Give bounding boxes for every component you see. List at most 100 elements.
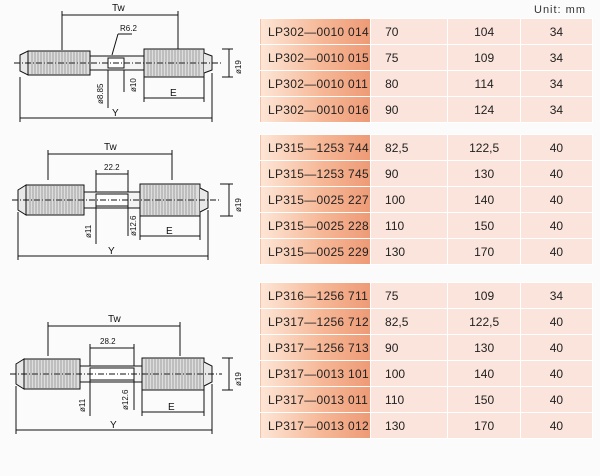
tw-label: Tw [104,142,118,153]
diameter-end-label: ø19 [234,198,243,212]
cell-value: 130 [370,412,449,439]
e-label: E [166,226,173,237]
cell-value: 170 [447,412,521,439]
cell-value: 109 [447,44,521,71]
cell-value: 130 [447,334,521,361]
cell-value: 40 [519,238,594,265]
cell-value: 140 [447,186,521,213]
diameter-left-label: ø8.85 [96,83,105,104]
part-number: LP317—1256 712 [258,308,372,335]
cell-value: 109 [447,282,521,309]
cell-value: 170 [447,238,521,265]
cell-value: 130 [370,238,449,265]
cell-value: 90 [370,96,449,123]
cell-value: 80 [370,70,449,97]
part-number: LP302—0010 011 [258,70,372,97]
part-number: LP302—0010 015 [258,44,372,71]
y-label: Y [110,420,117,431]
diameter-mid-label: ø12.6 [121,389,130,410]
cell-value: 40 [519,160,594,187]
diameter-mid-label: ø10 [129,78,138,92]
cell-value: 34 [519,18,594,45]
cell-value: 140 [447,360,521,387]
cell-value: 130 [447,160,521,187]
y-label: Y [108,246,115,257]
length-label: 22.2 [104,163,120,172]
part-number: LP317—0013 012 [258,412,372,439]
cell-value: 150 [447,212,521,239]
part-number: LP317—1256 713 [258,334,372,361]
part-number: LP317—0013 011 [258,386,372,413]
cell-value: 34 [519,44,594,71]
part-number: LP317—0013 101 [258,360,372,387]
part-number: LP315—1253 744 [258,134,372,161]
cell-value: 90 [370,334,449,361]
y-label: Y [112,108,119,119]
cell-value: 82,5 [370,134,449,161]
cell-value: 40 [519,334,594,361]
cell-value: 34 [519,282,594,309]
unit-label: Unit: mm [534,4,586,16]
cell-value: 75 [370,282,449,309]
cell-value: 34 [519,70,594,97]
cell-value: 100 [370,186,449,213]
tw-label: Tw [112,3,126,14]
part-number: LP315—0025 228 [258,212,372,239]
cell-value: 40 [519,186,594,213]
e-label: E [168,402,175,413]
part-drawing-1: Tw R6.2 ø8.85 ø10 ø19 E Y [0,0,245,130]
cell-value: 124 [447,96,521,123]
cell-value: 40 [519,212,594,239]
diameter-end-label: ø19 [234,372,243,386]
cell-value: 34 [519,96,594,123]
radius-label: R6.2 [120,24,137,33]
cell-value: 122,5 [447,308,521,335]
cell-value: 100 [370,360,449,387]
length-label: 28.2 [100,337,116,346]
cell-value: 40 [519,134,594,161]
cell-value: 40 [519,360,594,387]
cell-value: 114 [447,70,521,97]
diameter-end-label: ø19 [234,60,243,74]
diameter-mid-label: ø12.6 [129,215,138,236]
cell-value: 110 [370,212,449,239]
part-drawing-3: Tw 28.2 ø11 ø12.6 ø19 E Y [0,312,245,442]
cell-value: 40 [519,308,594,335]
cell-value: 90 [370,160,449,187]
diameter-left-label: ø11 [78,398,87,412]
part-drawing-2: Tw 22.2 ø11 ø12.6 ø19 E Y [0,140,245,270]
cell-value: 122,5 [447,134,521,161]
cell-value: 82,5 [370,308,449,335]
cell-value: 40 [519,412,594,439]
cell-value: 40 [519,386,594,413]
part-number: LP315—0025 227 [258,186,372,213]
cell-value: 110 [370,386,449,413]
e-label: E [170,88,177,99]
part-number: LP315—0025 229 [258,238,372,265]
part-number: LP316—1256 711 [258,282,372,309]
cell-value: 75 [370,44,449,71]
part-number: LP302—0010 014 [258,18,372,45]
diameter-left-label: ø11 [84,224,93,238]
part-number: LP302—0010 016 [258,96,372,123]
tw-label: Tw [108,314,122,325]
cell-value: 104 [447,18,521,45]
cell-value: 70 [370,18,449,45]
